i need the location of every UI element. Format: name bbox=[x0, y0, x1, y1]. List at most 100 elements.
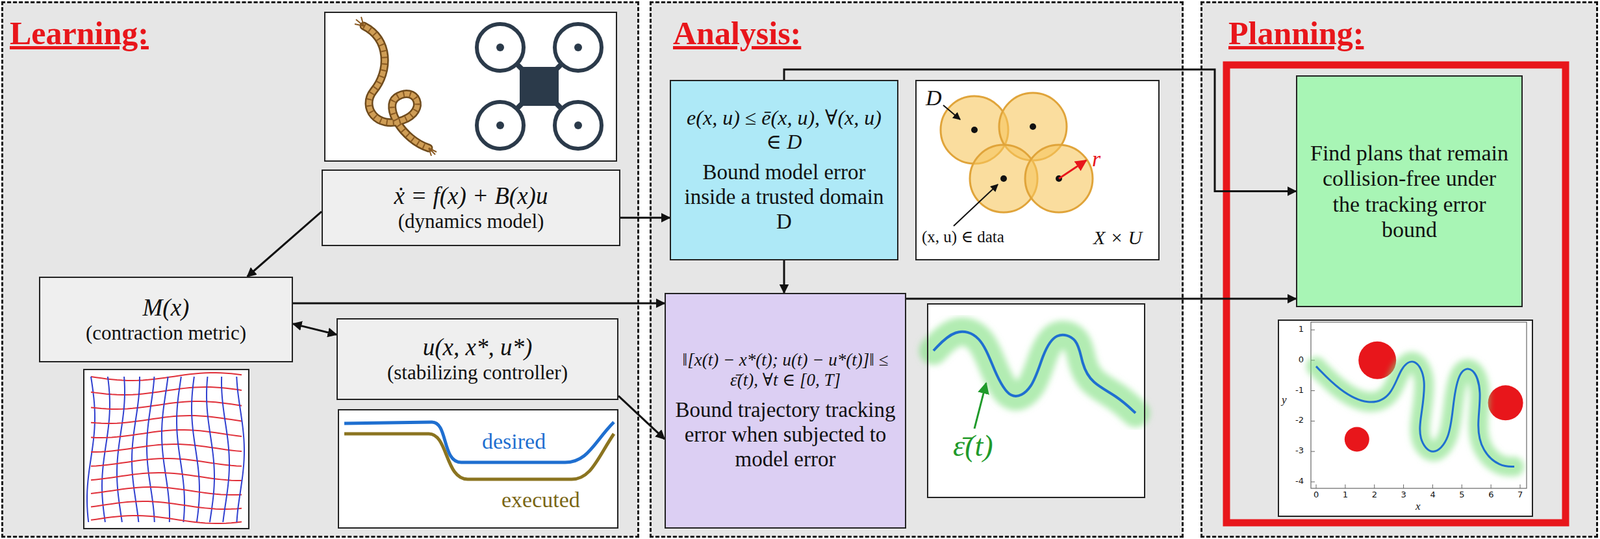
tick-mark bbox=[1310, 420, 1315, 422]
node-text: Find plans that remain collision-free un… bbox=[1306, 140, 1513, 242]
panel-ground bbox=[649, 1, 1184, 538]
node-text: Bound model error inside a trusted domai… bbox=[680, 160, 889, 235]
image-frame bbox=[324, 12, 617, 162]
grid-line bbox=[191, 376, 200, 523]
tracking-figure: desiredexecuted bbox=[337, 409, 619, 529]
illustration-part bbox=[496, 121, 505, 130]
connector-arrow bbox=[783, 260, 786, 293]
frame-ground bbox=[926, 303, 1146, 499]
tick-label: 4 bbox=[1429, 490, 1435, 501]
panel-heading: Planning: bbox=[1228, 14, 1364, 53]
connector-arrow bbox=[292, 324, 337, 336]
illustration-part bbox=[554, 101, 602, 149]
radius-label: r bbox=[1092, 146, 1101, 172]
highlight-box bbox=[1226, 64, 1566, 523]
tick-mark bbox=[1432, 484, 1434, 489]
controller-box: u(x, x*, u*)(stabilizing controller) bbox=[336, 318, 619, 401]
tracking-tube bbox=[933, 331, 1136, 414]
leader-line bbox=[974, 383, 987, 429]
quadrotor-figure bbox=[476, 24, 602, 149]
grid-line bbox=[90, 472, 242, 481]
tick-label: 6 bbox=[1488, 490, 1494, 501]
tick-label: -2 bbox=[1286, 415, 1304, 426]
axis-label: x bbox=[1415, 500, 1421, 514]
tick-mark bbox=[1403, 484, 1404, 489]
grid-line bbox=[236, 376, 245, 523]
leader-line bbox=[953, 184, 998, 227]
grid-line bbox=[101, 376, 110, 523]
tick-label: 2 bbox=[1371, 490, 1378, 501]
node-text: M(x) bbox=[142, 294, 190, 323]
radius-arrow bbox=[1058, 160, 1087, 179]
model-box: ẋ = f(x) + B(x)u(dynamics model) bbox=[321, 169, 621, 247]
connector-arrow bbox=[292, 302, 665, 305]
illustration-part bbox=[554, 24, 602, 71]
grid-line bbox=[90, 458, 242, 467]
illustration-part bbox=[574, 43, 583, 52]
tick-mark bbox=[1310, 482, 1315, 483]
analysis-box: e(x, u) ≤ ē(x, u), ∀(x, u) ∈ DBound mode… bbox=[669, 79, 899, 261]
node-text: ẋ = f(x) + B(x)u bbox=[394, 182, 549, 211]
analysis-box: ‖[x(t) − x*(t); u(t) − u*(t)]‖ ≤ ε̄(t), … bbox=[664, 292, 907, 529]
connector-arrow bbox=[620, 216, 670, 219]
plan-plot bbox=[1310, 322, 1527, 489]
image-frame bbox=[83, 369, 249, 529]
tick-mark bbox=[1490, 484, 1492, 489]
node-text: (contraction metric) bbox=[85, 321, 247, 345]
tick-label: -1 bbox=[1286, 385, 1304, 396]
domain-balls bbox=[940, 92, 1093, 227]
curve-label: desired bbox=[482, 428, 546, 455]
grid-line bbox=[90, 487, 242, 496]
illustration-part bbox=[1025, 144, 1093, 213]
stage-panel: e(x, u) ≤ ē(x, u), ∀(x, u) ∈ DBound mode… bbox=[649, 1, 1184, 538]
grid-line bbox=[206, 376, 215, 523]
tick-mark bbox=[1316, 484, 1317, 489]
tick-label: 0 bbox=[1313, 490, 1319, 501]
tick-mark bbox=[1310, 330, 1315, 331]
tick-label: 3 bbox=[1401, 490, 1407, 501]
illustration-part bbox=[363, 25, 429, 149]
illustration-part bbox=[363, 25, 429, 149]
tube-figure: ε̄(t) bbox=[926, 303, 1146, 499]
data-label: (x, u) ∈ data bbox=[921, 228, 1005, 247]
obstacle bbox=[1488, 385, 1524, 421]
planning-box: Find plans that remain collision-free un… bbox=[1295, 75, 1523, 308]
tick-mark bbox=[1344, 484, 1346, 489]
tick-mark bbox=[1310, 390, 1315, 392]
frame-ground bbox=[915, 79, 1160, 261]
tick-label: -4 bbox=[1286, 476, 1304, 487]
node-text: (dynamics model) bbox=[398, 209, 545, 234]
grid-line bbox=[221, 376, 230, 523]
illustration-part bbox=[574, 121, 583, 130]
grid-line bbox=[90, 515, 242, 524]
grid-line bbox=[131, 376, 140, 523]
grid-line bbox=[90, 430, 242, 438]
axes-box bbox=[1310, 322, 1527, 489]
grid-line bbox=[90, 401, 242, 410]
tick-mark bbox=[1461, 484, 1463, 489]
obstacle bbox=[1344, 426, 1370, 452]
grid-line bbox=[90, 444, 242, 453]
node-text: u(x, x*, u*) bbox=[422, 333, 533, 362]
set-label: D bbox=[925, 85, 942, 111]
tick-mark bbox=[1310, 451, 1315, 453]
node-text: (stabilizing controller) bbox=[387, 361, 568, 385]
illustration-part bbox=[496, 43, 505, 52]
grid-line bbox=[90, 501, 242, 510]
tick-label: 1 bbox=[1286, 324, 1304, 335]
desired-curve bbox=[344, 422, 614, 463]
illustration-part bbox=[476, 101, 524, 149]
grid-line bbox=[176, 376, 185, 523]
frame-ground bbox=[337, 409, 619, 529]
bound-label: ε̄(t) bbox=[952, 429, 994, 464]
connector-arrow bbox=[247, 211, 322, 277]
planned-path bbox=[1316, 361, 1515, 468]
connector-arrow bbox=[906, 298, 1296, 301]
panel-ground bbox=[1200, 1, 1599, 538]
panel-heading: Analysis: bbox=[673, 14, 801, 53]
illustration-part bbox=[519, 66, 559, 106]
connector-arrow bbox=[618, 396, 665, 440]
illustration-part bbox=[971, 126, 978, 134]
